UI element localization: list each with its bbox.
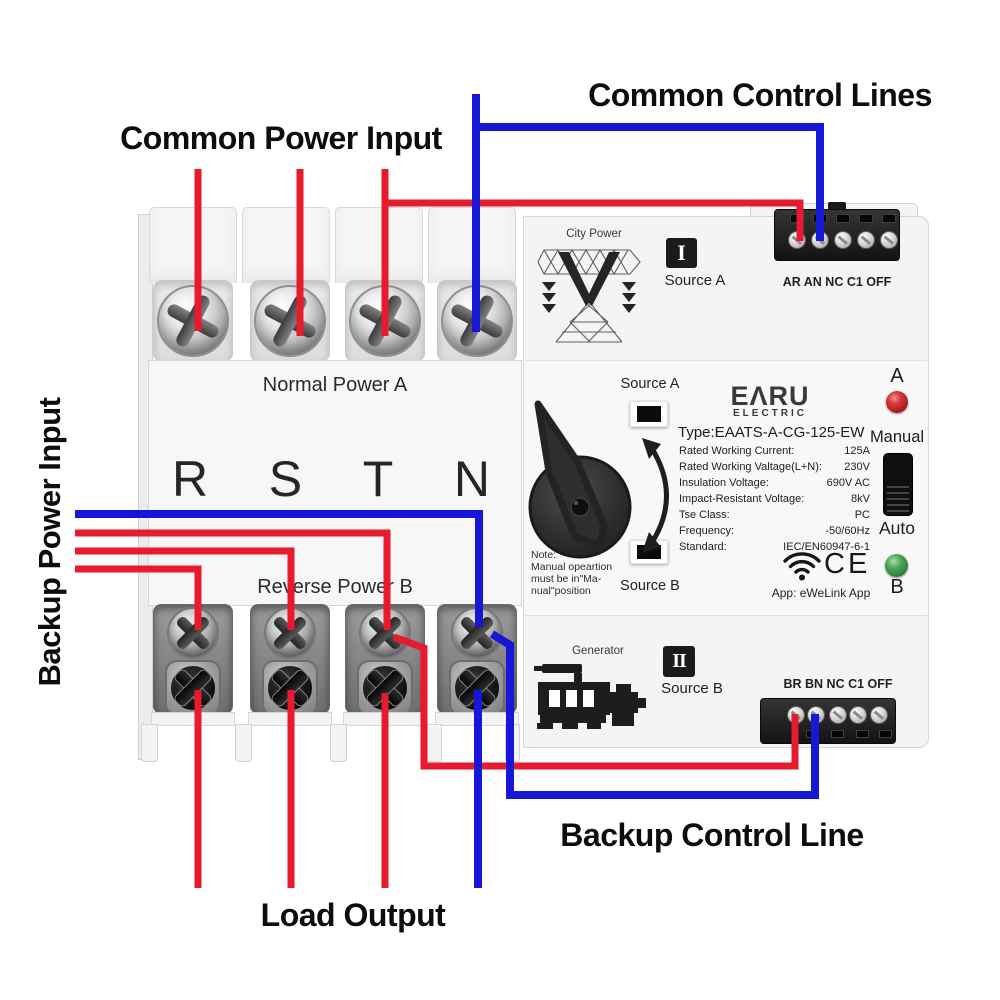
auto-label: Auto [879,518,915,538]
phase-s: S [268,451,303,507]
transmission-tower-icon [537,248,641,343]
brand-name: EΛRU [730,381,810,411]
phase-letters: R S T N [172,450,490,508]
terminal-screw-load-s [262,660,318,716]
top-terminal-housing-1 [149,207,237,283]
wire-clamp-nub [828,202,846,212]
terminal-screw-backup-n [451,607,503,659]
manual-label: Manual [869,428,925,446]
rotary-knob [528,400,669,559]
control-screw [857,231,875,249]
control-terminal-block-bottom [760,698,896,744]
terminal-screw-load-t [357,660,413,716]
spec-table: Rated Working Current:125A Rated Working… [679,445,870,553]
source-a-indicator-window [630,401,668,427]
source-b-bottom-label: Source B [661,680,723,697]
panel-separator [525,360,927,362]
top-terminal-housing-3 [335,207,423,283]
control-terminals-bottom-label: BR BN NC C1 OFF [783,677,893,691]
brand-logo: EΛRU ELECTRIC [720,381,820,420]
wifi-icon [783,552,821,581]
mounting-leg [425,724,442,762]
bottom-terminal-housing [151,712,235,726]
ce-mark: CE [824,548,871,580]
control-screw [807,706,825,724]
common-power-input-label: Common Power Input [120,120,442,156]
app-line: App: eWeLink App [771,586,871,600]
panel-separator [525,615,927,617]
transfer-arrow-icon [642,438,669,553]
terminal-screw-s-in [254,285,326,357]
source-a-mid-label: Source A [620,376,680,392]
control-screw [788,231,806,249]
control-screw [880,231,898,249]
common-control-lines-label: Common Control Lines [588,77,932,113]
brand-subtitle: ELECTRIC [733,408,807,419]
phase-r: R [172,451,209,507]
mounting-leg [235,724,252,762]
normal-power-label: Normal Power A [262,374,408,396]
terminal-screw-r-in [157,285,229,357]
source-two-roman-badge: II [663,646,695,677]
terminal-screw-load-r [165,660,221,716]
top-terminal-housing-2 [242,207,330,283]
terminal-screw-load-n [449,660,505,716]
note-text: Note: Manual opeartion must be in"Ma- nu… [531,549,613,597]
bottom-terminal-housing [343,712,427,726]
source-one-roman-badge: I [666,238,697,268]
indicator-a-label: A [890,365,904,387]
control-screw [829,706,847,724]
source-a-top-label: Source A [664,272,726,289]
led-b-green [885,554,908,577]
control-screw [834,231,852,249]
terminal-screw-backup-r [167,607,219,659]
control-screw [849,706,867,724]
terminal-screw-backup-t [359,607,411,659]
manual-auto-slider [883,453,913,516]
phase-n: N [453,451,490,507]
generator-label: Generator [572,645,624,657]
top-terminal-housing-4 [428,207,516,283]
indicator-b-label: B [890,576,904,598]
control-terminal-block-top [774,209,900,261]
control-screw [811,231,829,249]
backup-control-line-label: Backup Control Line [560,817,864,853]
terminal-screw-t-in [349,285,421,357]
generator-icon [534,664,646,729]
mounting-leg [505,724,520,762]
load-output-label: Load Output [260,897,446,933]
city-power-label: City Power [566,228,622,240]
mounting-leg [141,724,158,762]
led-a-red [886,391,908,413]
control-screw [787,706,805,724]
control-screw [870,706,888,724]
mounting-leg [330,724,347,762]
reverse-power-label: Reverse Power B [257,576,413,598]
terminal-screw-backup-s [264,607,316,659]
source-b-mid-label: Source B [620,578,680,594]
phase-t: T [362,451,394,507]
type-line: Type:EAATS-A-CG-125-EW [678,424,865,441]
control-terminals-top-label: AR AN NC C1 OFF [782,275,892,289]
terminal-screw-n-in [441,285,513,357]
bottom-terminal-housing [248,712,332,726]
